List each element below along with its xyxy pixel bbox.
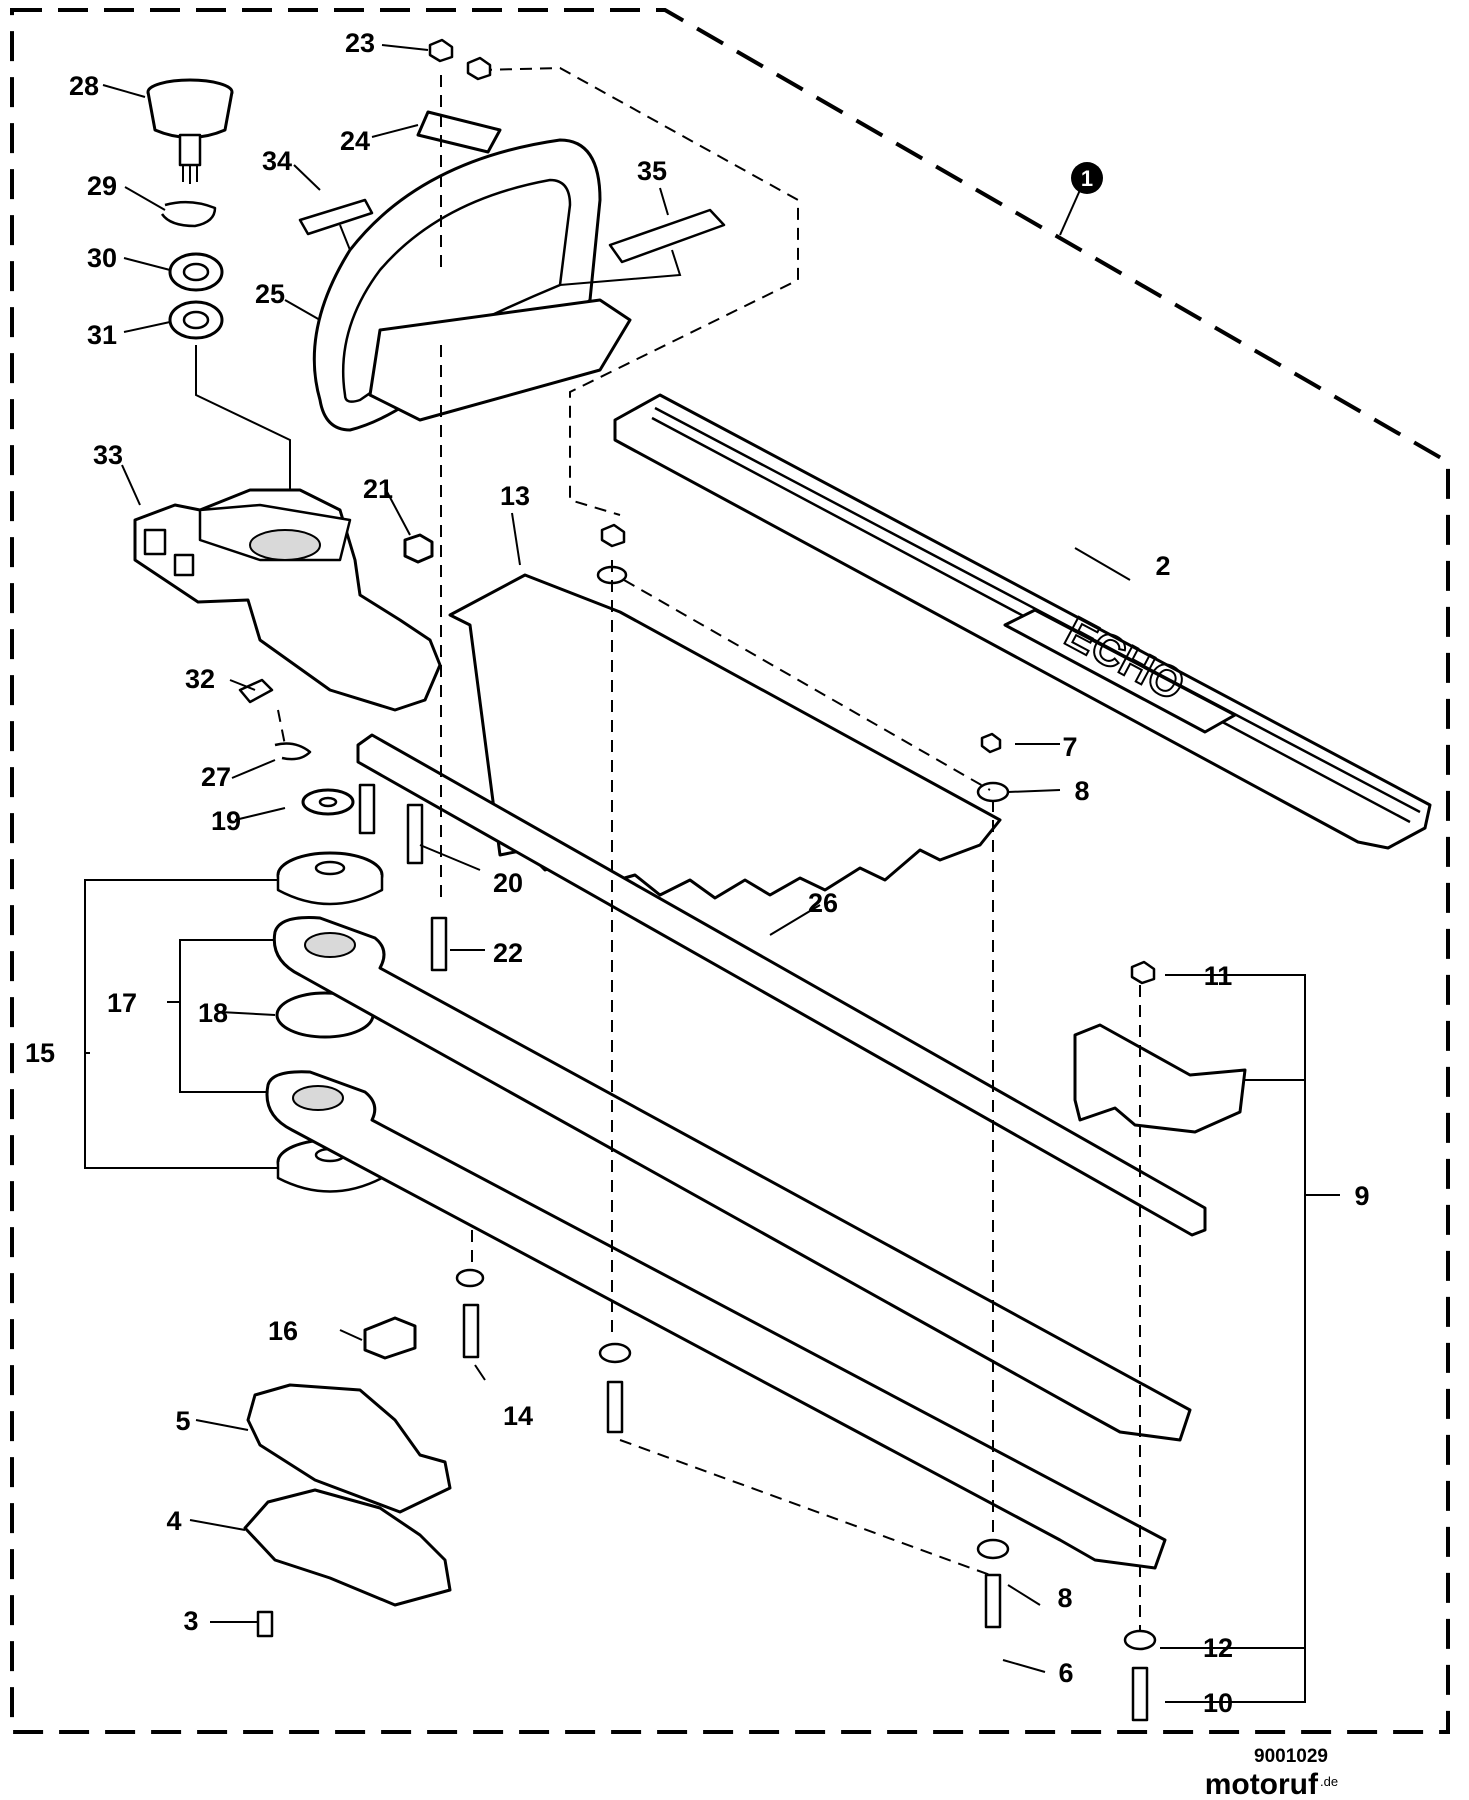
assembly-marker-number: 1 (1081, 166, 1093, 191)
cover-plate-4 (243, 1488, 452, 1607)
clutch-drum (146, 78, 234, 184)
callout-35: 35 (637, 156, 667, 186)
callout-16: 16 (268, 1316, 298, 1346)
callout-5: 5 (175, 1406, 190, 1436)
inner-group-outline (479, 66, 799, 516)
callout-25: 25 (255, 279, 285, 309)
washer-12 (1123, 1629, 1157, 1651)
warning-label-34 (298, 198, 374, 236)
snap-ring-small (274, 742, 312, 761)
callout-19: 19 (211, 806, 241, 836)
callout-2: 2 (1155, 551, 1170, 581)
callout-32: 32 (185, 664, 215, 694)
nut-13 (600, 523, 626, 548)
callout-30: 30 (87, 243, 117, 273)
spacer-16 (363, 1316, 417, 1360)
gear-case (133, 488, 442, 712)
callout-11: 11 (1204, 961, 1233, 991)
callout-31: 31 (87, 320, 117, 350)
snap-ring (160, 200, 217, 228)
callout-8-lower: 8 (1057, 1583, 1072, 1613)
assembly-connectors (277, 75, 1141, 1630)
watermark-text: motoruf (1205, 1768, 1319, 1800)
front-handle (312, 138, 632, 432)
callout-10: 10 (1203, 1688, 1233, 1718)
leader-lines (84, 44, 1340, 1703)
callout-13: 13 (500, 481, 530, 511)
bolt-14 (462, 1303, 480, 1359)
drive-gear-upper (276, 851, 384, 906)
callout-7: 7 (1062, 732, 1077, 762)
callout-24: 24 (340, 126, 370, 156)
callout-34: 34 (262, 146, 292, 176)
blade-cover (613, 393, 1432, 850)
grease-fitting (238, 678, 274, 704)
gasket-5 (246, 1383, 452, 1514)
warning-label-35 (608, 208, 726, 264)
callout-17: 17 (107, 988, 137, 1018)
blade-upper (272, 916, 1192, 1442)
bearing-upper (168, 252, 224, 292)
callout-23: 23 (345, 28, 375, 58)
watermark: motoruf .de (1205, 1768, 1338, 1800)
washer-8-upper (976, 781, 1010, 803)
callout-3: 3 (183, 1606, 198, 1636)
callout-33: 33 (93, 440, 123, 470)
callout-27: 27 (201, 762, 231, 792)
bolt-10 (1131, 1666, 1149, 1722)
callout-29: 29 (87, 171, 117, 201)
callout-26: 26 (808, 888, 838, 918)
nut-23a (428, 38, 454, 63)
bolt-mid (606, 1380, 624, 1434)
callout-15: 15 (25, 1038, 55, 1068)
handle-plate (416, 110, 502, 154)
callout-18: 18 (198, 998, 228, 1028)
nut-21 (403, 533, 434, 564)
callout-12: 12 (1203, 1633, 1233, 1663)
callout-numbers: 2 3 4 5 6 7 8 8 9 10 11 12 13 14 15 16 1… (25, 28, 1370, 1718)
washer-14 (455, 1268, 485, 1288)
blade-lower (265, 1070, 1167, 1570)
callout-22: 22 (493, 938, 523, 968)
callout-4: 4 (166, 1506, 181, 1536)
washer-19 (301, 788, 355, 816)
callout-21: 21 (363, 474, 393, 504)
bolt-22 (430, 916, 448, 972)
washer-8-lower (976, 1538, 1010, 1560)
washer-mid (598, 1342, 632, 1364)
callout-28: 28 (69, 71, 99, 101)
nut-23b (466, 56, 492, 81)
assembly-marker: 1 (1059, 162, 1103, 236)
nut-11 (1130, 960, 1156, 985)
figure-code: 9001029 (1254, 1746, 1328, 1767)
callout-20: 20 (493, 868, 523, 898)
tip-guard (1073, 1023, 1247, 1134)
bolt-6 (984, 1573, 1002, 1629)
bolts-20 (358, 783, 424, 865)
watermark-suffix: .de (1320, 1774, 1338, 1789)
screw-3 (256, 1610, 274, 1638)
callout-14: 14 (503, 1401, 533, 1431)
callout-9: 9 (1354, 1181, 1369, 1211)
callout-6: 6 (1058, 1658, 1073, 1688)
nut-7 (980, 732, 1002, 754)
bearing-lower (168, 300, 224, 340)
callout-8-upper: 8 (1074, 776, 1089, 806)
